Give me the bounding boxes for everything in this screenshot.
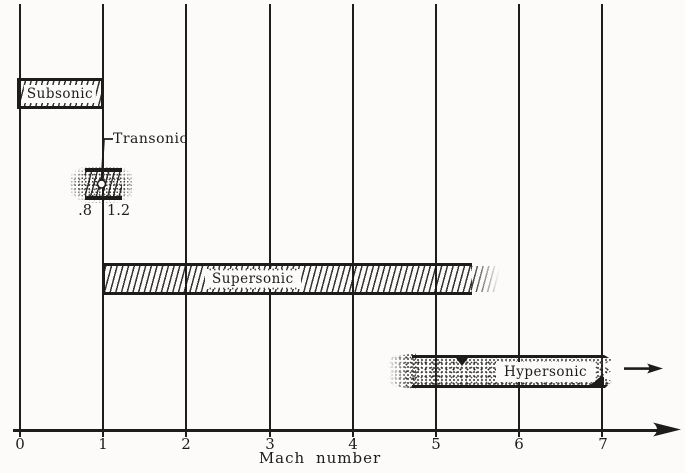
x-tick-3: 3 bbox=[265, 435, 275, 453]
supersonic-label: Supersonic bbox=[205, 268, 301, 290]
notch-triangle-icon bbox=[456, 358, 468, 366]
subsonic-label: Subsonic bbox=[23, 84, 97, 103]
gridline-mach-5 bbox=[435, 4, 437, 437]
gridline-mach-0 bbox=[19, 4, 21, 437]
continues-right-arrow-icon bbox=[624, 363, 663, 374]
x-tick-0: 0 bbox=[15, 435, 25, 453]
gridline-mach-1 bbox=[102, 4, 104, 437]
corner-triangle-icon bbox=[590, 374, 604, 385]
hypersonic-label: Hypersonic bbox=[496, 361, 596, 382]
hypersonic-fade-tail bbox=[386, 353, 416, 389]
x-tick-7: 7 bbox=[598, 435, 608, 453]
gridline-mach-7 bbox=[601, 4, 603, 437]
x-tick-5: 5 bbox=[431, 435, 441, 453]
gridline-mach-2 bbox=[185, 4, 187, 437]
x-tick-1: 1 bbox=[98, 435, 108, 453]
x-axis-title: Mach number bbox=[258, 449, 382, 467]
x-tick-6: 6 bbox=[514, 435, 524, 453]
transonic-lower-bound: .8 bbox=[78, 203, 92, 219]
transonic-label: Transonic bbox=[113, 131, 188, 147]
x-axis-arrow-icon bbox=[653, 422, 681, 437]
transonic-circle-marker bbox=[96, 179, 107, 189]
gridline-mach-6 bbox=[518, 4, 520, 437]
x-tick-2: 2 bbox=[181, 435, 191, 453]
hypersonic-bar: Hypersonic bbox=[412, 355, 612, 388]
gridline-mach-3 bbox=[269, 4, 271, 437]
supersonic-bar: Supersonic bbox=[103, 263, 472, 295]
transonic-leader-line bbox=[96, 138, 113, 189]
gridline-mach-4 bbox=[352, 4, 354, 437]
x-tick-4: 4 bbox=[348, 435, 358, 453]
supersonic-fade-tail bbox=[471, 266, 503, 292]
transonic-upper-bound: 1.2 bbox=[107, 203, 131, 219]
x-axis-line bbox=[13, 429, 658, 432]
subsonic-bar: Subsonic bbox=[17, 78, 103, 109]
